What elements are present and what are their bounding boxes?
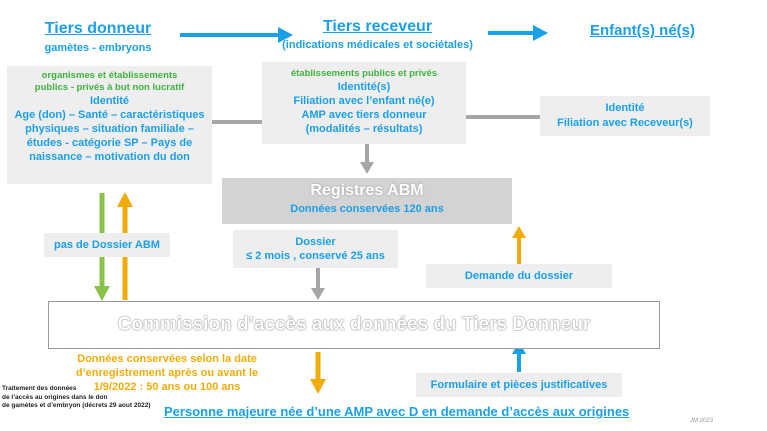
receiver-header: Tiers receveur (indications médicales et… <box>255 18 500 51</box>
retention-line: Données conservées selon la date <box>77 353 257 365</box>
arrow-receiver-to-registry <box>360 143 374 174</box>
retention-note: Données conservées selon la date d’enreg… <box>62 352 272 394</box>
donor-subtitle: gamètes - embryons <box>44 42 152 54</box>
caption-line: de gamètes et d’embryon (décrets 29 aout… <box>2 402 151 409</box>
receiver-info-line: AMP avec tiers donneur <box>301 109 427 121</box>
donor-title: Tiers donneur <box>44 20 152 37</box>
footer-caption: Traitement des données de l’accès au ori… <box>2 385 150 411</box>
form-box: Formulaire et pièces justificatives <box>416 373 622 397</box>
signature: JM 2023 <box>690 418 714 424</box>
registry-box: Registres ABM Données conservées 120 ans <box>222 178 512 224</box>
donor-org-line: organismes et établissements <box>41 70 178 81</box>
donor-box: organismes et établissements publics - p… <box>7 66 212 184</box>
donor-info-line: études - catégorie SP – Pays de <box>26 137 193 149</box>
caption-line: de l’accès au origines dans le don <box>2 393 108 401</box>
child-title: Enfant(s) né(s) <box>590 22 695 39</box>
arrow-donor-to-receiver <box>180 27 293 43</box>
no-file-label: pas de Dossier ABM <box>54 239 160 251</box>
retention-line: d’enregistrement après ou avant le <box>75 367 259 379</box>
request-box: Demande du dossier <box>426 264 612 288</box>
registry-subtitle: Données conservées 120 ans <box>290 203 444 215</box>
file-line: ≤ 2 mois , conservé 25 ans <box>246 250 385 262</box>
child-box: Identité Filiation avec Receveur(s) <box>540 96 710 136</box>
commission-label: Commission d’accès aux données du Tiers … <box>117 314 591 335</box>
receiver-title: Tiers receveur <box>322 18 433 35</box>
registry-title: Registres ABM <box>310 182 424 199</box>
child-info-line: Identité <box>605 102 645 114</box>
arrow-commission-down <box>310 352 326 394</box>
donor-info-line: naissance – motivation du don <box>29 151 190 163</box>
receiver-info-line: Filiation avec l’enfant né(e) <box>293 95 435 107</box>
form-label: Formulaire et pièces justificatives <box>430 379 608 391</box>
child-info-line: Filiation avec Receveur(s) <box>557 117 693 129</box>
receiver-box: établissements publics et privés Identit… <box>262 62 466 144</box>
receiver-info-line: (modalités – résultats) <box>305 123 423 135</box>
arrow-request-up <box>512 226 526 264</box>
receiver-subtitle: (indications médicales et sociétales) <box>282 39 473 51</box>
donor-org-line: publics - privés à but non lucratif <box>34 82 185 93</box>
donor-info-line: Age (don) – Santé – caractéristiques <box>14 109 205 121</box>
no-file-box: pas de Dossier ABM <box>44 233 170 257</box>
donor-info-line: Identité <box>89 95 130 107</box>
person-statement: Personne majeure née d’une AMP avec D en… <box>164 404 630 419</box>
file-line: Dossier <box>295 236 336 248</box>
receiver-info-line: Identité(s) <box>337 81 391 93</box>
file-box: Dossier ≤ 2 mois , conservé 25 ans <box>233 230 398 268</box>
arrow-file-to-commission <box>311 268 325 300</box>
arrow-receiver-to-child <box>488 25 548 41</box>
retention-line: 1/9/2022 : 50 ans ou 100 ans <box>93 381 241 393</box>
request-label: Demande du dossier <box>464 270 574 282</box>
donor-info-line: physiques – situation familiale – <box>25 123 194 135</box>
donor-header: Tiers donneur gamètes - embryons <box>18 20 178 54</box>
commission-box: Commission d’accès aux données du Tiers … <box>48 301 660 349</box>
caption-line: Traitement des données <box>2 385 77 392</box>
receiver-org-line: établissements publics et privés <box>290 68 438 79</box>
